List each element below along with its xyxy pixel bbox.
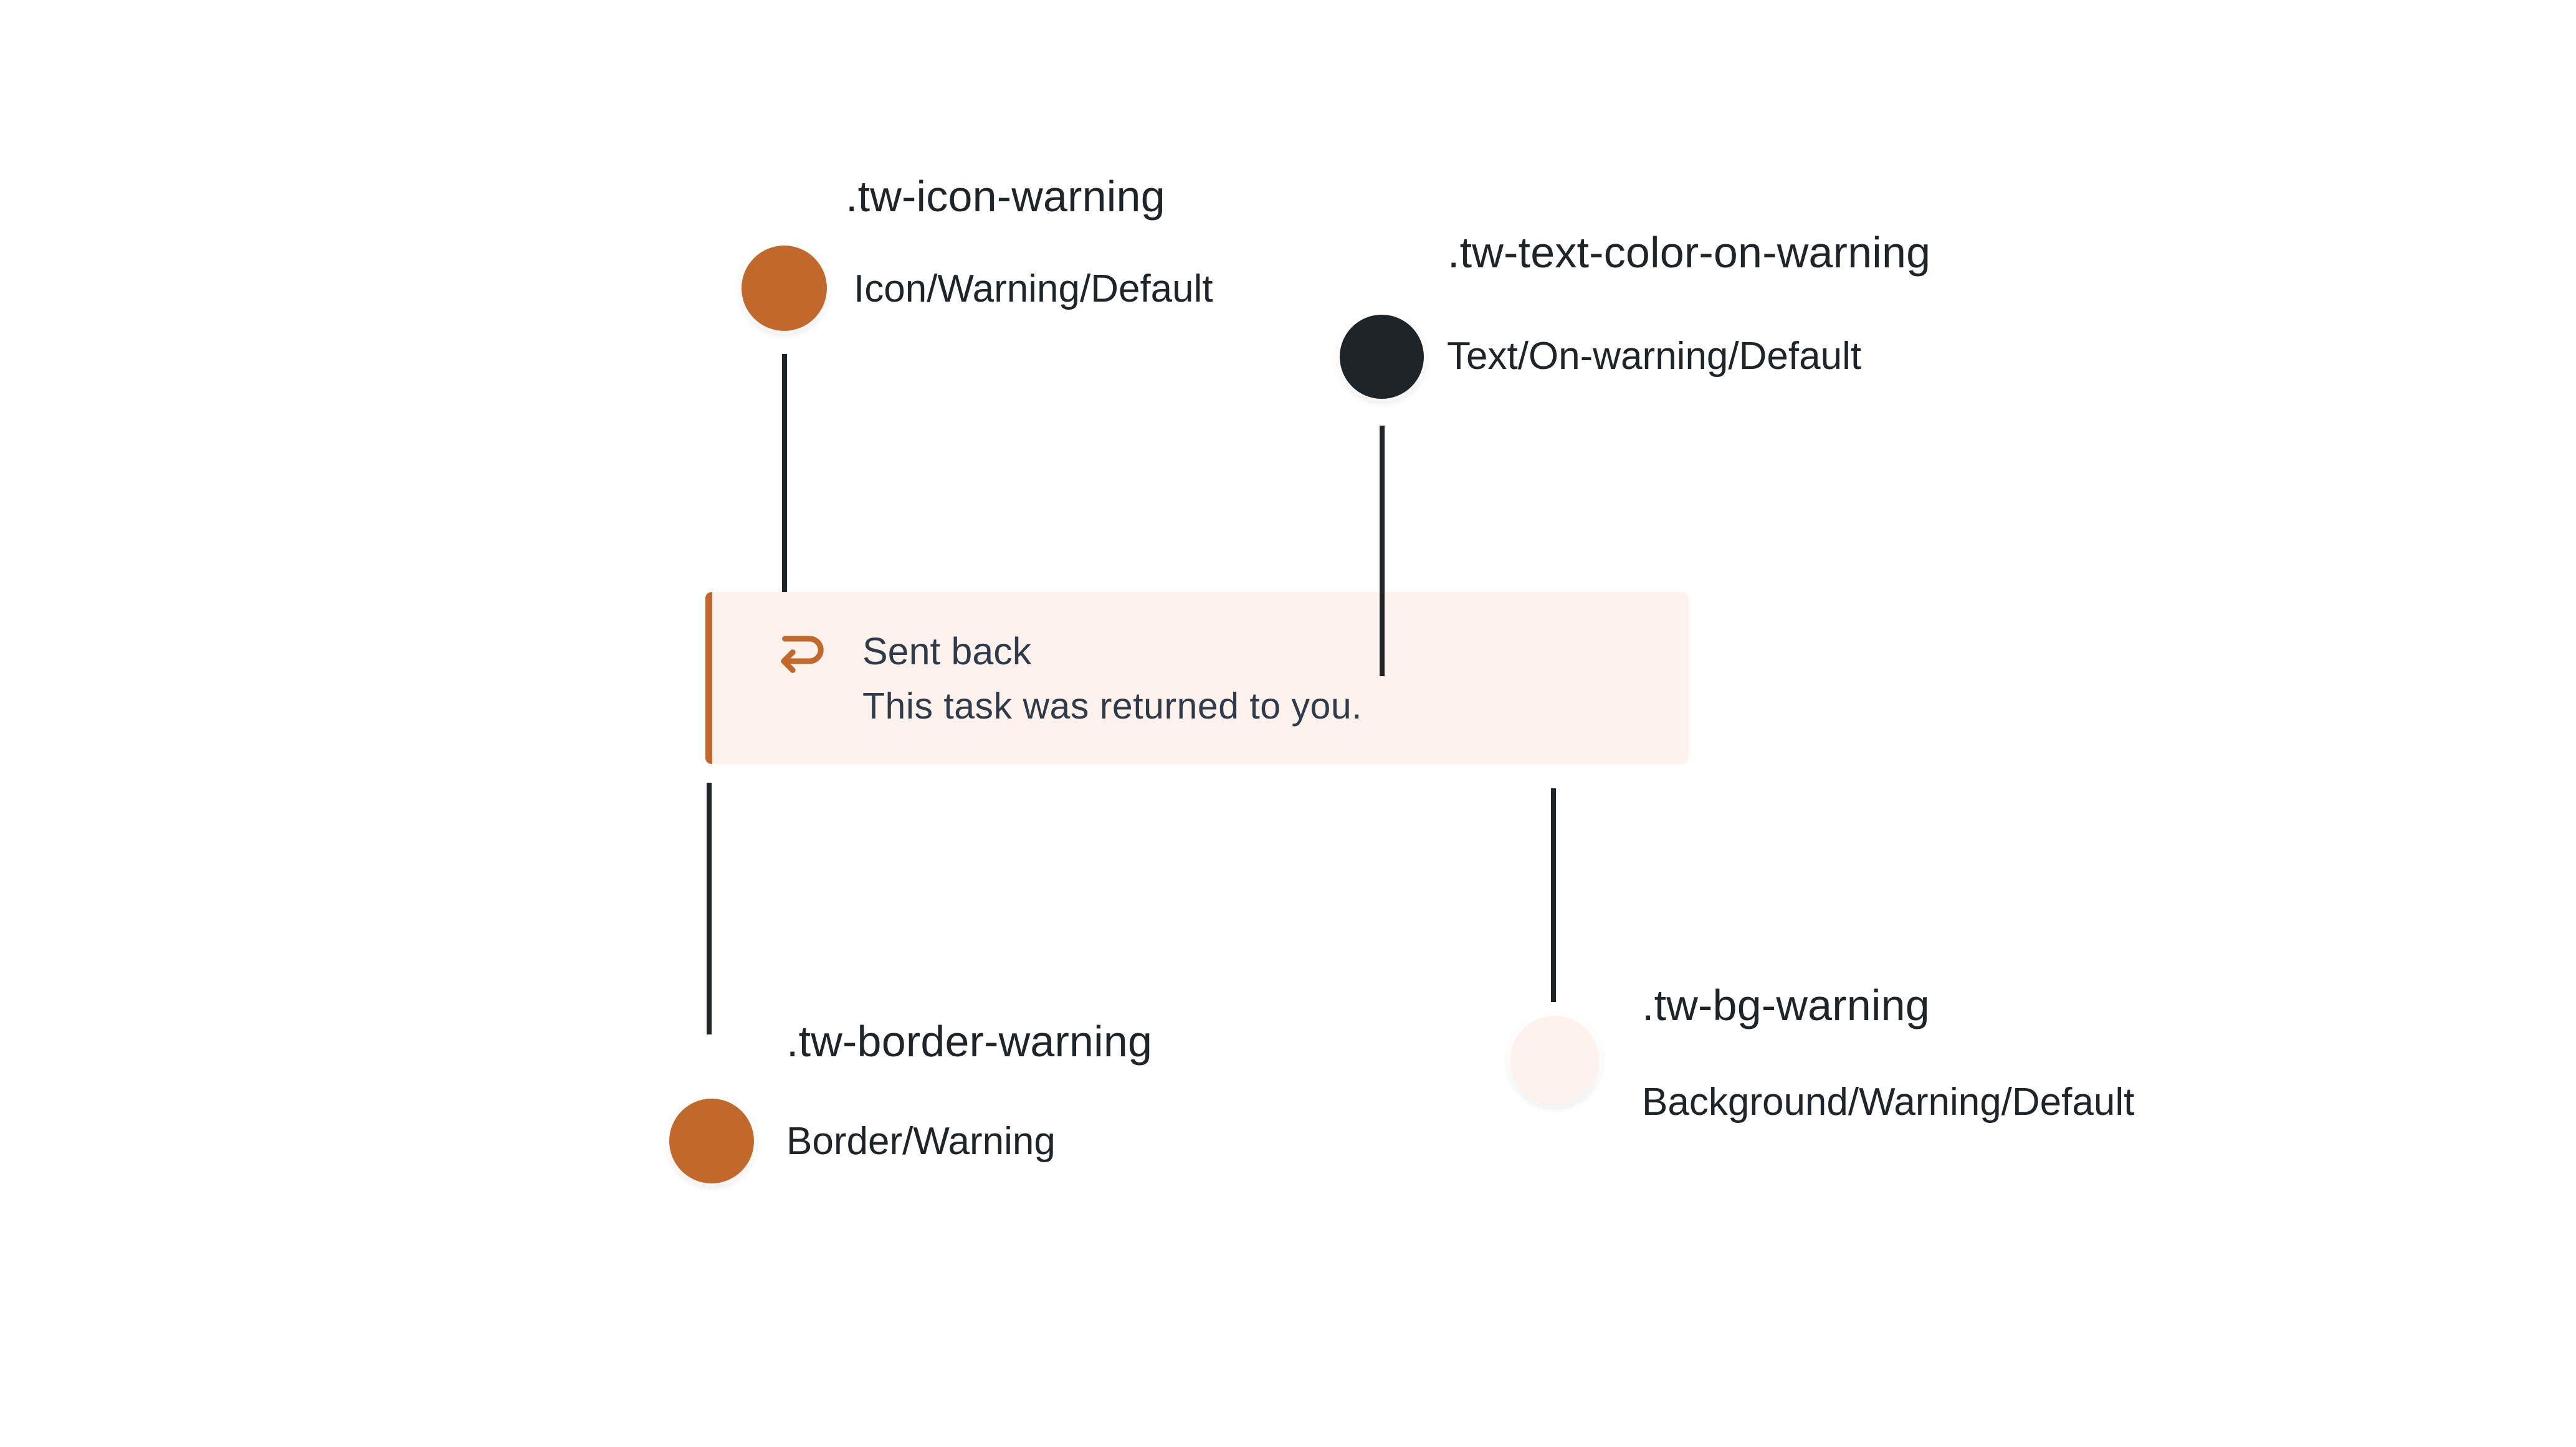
connector-border-warning (707, 783, 712, 1034)
token-class-bg-warning: .tw-bg-warning (1642, 981, 1930, 1029)
swatch-text-on-warning (1340, 315, 1424, 399)
swatch-border-warning (669, 1099, 754, 1183)
token-class-border-warning: .tw-border-warning (786, 1017, 1153, 1066)
token-class-text-color-on-warning: .tw-text-color-on-warning (1448, 228, 1931, 277)
connector-bg-warning (1551, 788, 1556, 1002)
warning-banner: Sent back This task was returned to you. (705, 592, 1689, 764)
token-label-bg-warning: Background/Warning/Default (1642, 1081, 2135, 1124)
swatch-bg-warning (1510, 1016, 1599, 1104)
token-label-border-warning: Border/Warning (786, 1120, 1056, 1163)
return-arrow-icon (781, 636, 824, 673)
swatch-icon-warning (742, 246, 827, 331)
banner-title: Sent back (862, 630, 1032, 672)
token-label-icon-warning: Icon/Warning/Default (854, 267, 1213, 310)
token-class-icon-warning: .tw-icon-warning (846, 172, 1165, 221)
connector-icon-warning (782, 354, 787, 611)
banner-message: This task was returned to you. (862, 685, 1363, 727)
token-label-text-on-warning: Text/On-warning/Default (1447, 335, 1862, 378)
connector-text-on-warning (1380, 426, 1385, 676)
